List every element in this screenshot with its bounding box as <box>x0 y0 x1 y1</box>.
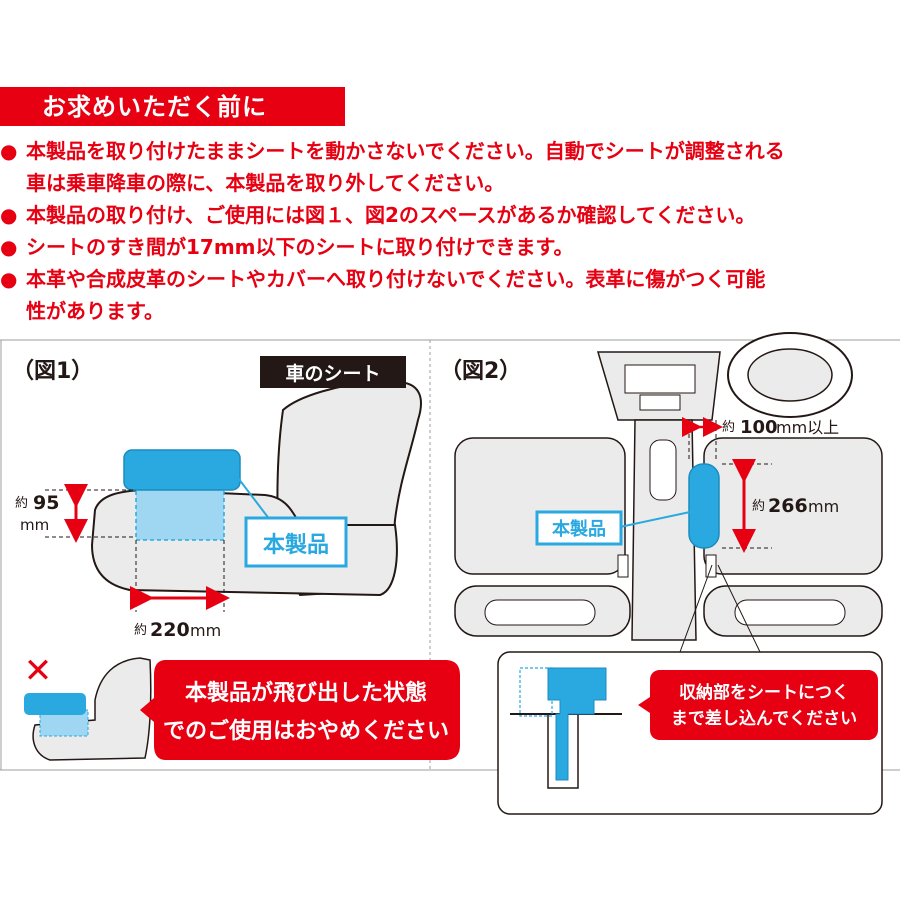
inset-text-line1: 収納部をシートにつく <box>679 682 849 703</box>
fig2-left-seat <box>454 437 626 575</box>
fig2-steering-hub <box>747 348 833 402</box>
fig2-shift-lever <box>649 439 677 501</box>
fig2-leader-line <box>619 511 691 528</box>
header-title: お求めいただく前に <box>42 93 267 121</box>
fig2-left-head-pad <box>484 599 596 626</box>
fig1-width-prefix: 約 <box>134 623 147 638</box>
fig2-product-label-box <box>535 510 623 546</box>
inset-product <box>547 667 607 781</box>
note-text: 本革や合成皮革のシートやカバーへ取り付けないでください。表革に傷がつく可能 <box>26 267 766 291</box>
note-3: ● シートのすき間が17mm以下のシートに取り付けできます。 <box>0 233 574 261</box>
note-text: 性があります。 <box>26 299 164 323</box>
fig2-product <box>688 463 720 549</box>
inset-callout <box>638 670 878 740</box>
fig2-product-label: 本製品 <box>552 518 606 540</box>
fig2-dash-vents <box>624 364 696 394</box>
note-text: 車は乗車降車の際に、本製品を取り外してください。 <box>26 171 505 195</box>
note-4: ● 本革や合成皮革のシートやカバーへ取り付けないでください。表革に傷がつく可能 <box>0 265 765 293</box>
note-1-cont: 車は乗車降車の際に、本製品を取り外してください。 <box>0 169 504 197</box>
fig1-height-unit: mm <box>20 516 49 534</box>
warning-x-icon: ✕ <box>24 651 53 691</box>
fig2-length-value: 266 <box>768 495 808 517</box>
fig2-gap-value: 100 <box>740 417 778 438</box>
fig1-product-inserted <box>135 487 225 541</box>
inset-seat-gap <box>547 714 579 789</box>
fig1-width-unit: mm <box>190 621 221 640</box>
fig2-zoom-line-right <box>717 564 761 653</box>
inset-text-line2: まで差し込んでください <box>671 708 857 729</box>
fig1-width-dimension <box>130 540 230 612</box>
fig2-dash-panel <box>639 394 681 411</box>
warning-text-line2: でのご使用はおやめください <box>163 718 449 744</box>
fig1-width-value: 220 <box>150 619 190 641</box>
fig1-height-dimension <box>45 484 136 543</box>
fig2-right-buckle <box>705 554 717 578</box>
note-text: シートのすき間が17mm以下のシートに取り付けできます。 <box>26 235 574 259</box>
note-4-cont: 性があります。 <box>0 297 164 325</box>
fig2-right-head-pad <box>734 599 846 626</box>
fig2-title: （図2） <box>440 359 521 384</box>
fig1-height-prefix: 約 <box>15 496 28 511</box>
warning-text-line1: 本製品が飛び出した状態 <box>185 680 427 706</box>
warning-product-top <box>24 693 86 715</box>
note-text: 本製品を取り付けたままシートを動かさないでください。自動でシートが調整される <box>26 139 785 163</box>
note-bullet: ● <box>0 267 18 291</box>
warning-callout <box>140 660 460 760</box>
fig2-length-dimension <box>722 459 772 553</box>
note-text: 本製品の取り付け、ご使用には図１、図2のスペースがあるか確認してください。 <box>26 203 756 227</box>
fig2-left-buckle <box>617 554 629 578</box>
fig1-seat-label-box <box>260 356 406 388</box>
fig1-title: （図1） <box>12 359 93 384</box>
fig1-product-top <box>123 449 241 491</box>
fig2-zoom-line-left <box>679 564 713 653</box>
fig2-length-unit: mm <box>808 497 839 516</box>
note-bullet: ● <box>0 139 18 163</box>
fig1-leader-line <box>231 469 271 521</box>
fig2-gap-unit: mm以上 <box>776 418 839 437</box>
fig2-gap-dimension <box>682 417 723 460</box>
fig2-center-console <box>631 419 697 641</box>
fig2-length-prefix: 約 <box>752 499 765 514</box>
note-bullet: ● <box>0 203 18 227</box>
fig1-product-label-box <box>244 516 348 568</box>
fig1-product-label: 本製品 <box>263 532 329 558</box>
note-2: ● 本製品の取り付け、ご使用には図１、図2のスペースがあるか確認してください。 <box>0 201 755 229</box>
note-1: ● 本製品を取り付けたままシートを動かさないでください。自動でシートが調整される <box>0 137 785 165</box>
fig2-gap-prefix: 約 <box>722 420 735 435</box>
note-bullet: ● <box>0 235 18 259</box>
header-bar <box>0 87 345 126</box>
fig1-height-value: 95 <box>33 492 59 514</box>
fig1-seat-label: 車のシート <box>285 362 380 385</box>
